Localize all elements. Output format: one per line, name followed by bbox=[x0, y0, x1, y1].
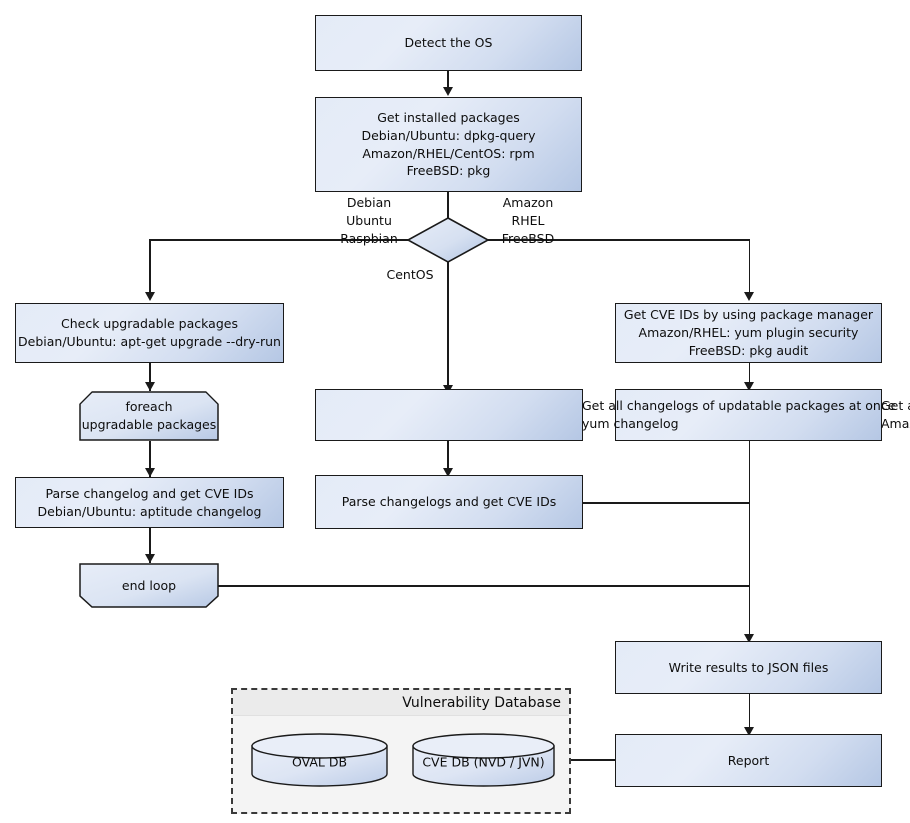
arrow-check-to-foreach bbox=[144, 382, 155, 391]
arrow-centos-changelogs-to-parse bbox=[442, 468, 453, 477]
node-get-cve-ids-package-manager[interactable]: Get CVE IDs by using package manager Ama… bbox=[615, 303, 882, 363]
node-detect-os[interactable]: Detect the OS bbox=[315, 15, 582, 71]
connector-centos-parse-to-trunk bbox=[583, 502, 750, 504]
edge-label-centos-branch: CentOS bbox=[386, 267, 434, 282]
os-decision-shape bbox=[406, 217, 490, 263]
connector-foreach-to-parse bbox=[149, 441, 151, 477]
node-foreach-loop-start[interactable]: foreach upgradable packages bbox=[79, 391, 219, 441]
cylinder-shape-cve-db bbox=[412, 733, 555, 787]
connector-centos-branch-down bbox=[447, 262, 449, 386]
connector-centos-changelogs-to-parse bbox=[447, 441, 449, 475]
arrow-parse-to-endloop bbox=[144, 554, 155, 563]
node-end-loop-label: end loop bbox=[121, 577, 177, 593]
node-detect-os-label: Detect the OS bbox=[404, 35, 493, 51]
arrow-detect-to-packages bbox=[442, 87, 453, 96]
arrow-left-branch-down bbox=[144, 292, 155, 301]
connector-cveids-to-changelogs bbox=[748, 363, 750, 389]
edge-label-debian-branch: Debian Ubuntu Raspbian bbox=[340, 195, 398, 247]
connector-parse-to-endloop bbox=[149, 528, 151, 563]
arrow-write-to-report bbox=[744, 727, 754, 736]
connector-right-trunk bbox=[748, 441, 750, 641]
connector-decision-right-branch bbox=[486, 239, 750, 241]
node-report-label: Report bbox=[727, 752, 770, 768]
database-oval-db[interactable]: OVAL DB bbox=[251, 733, 388, 787]
node-get-cve-ids-package-manager-label: Get CVE IDs by using package manager Ama… bbox=[623, 307, 874, 358]
node-parse-changelogs-centos[interactable]: Parse changelogs and get CVE IDs bbox=[315, 475, 583, 529]
arrow-right-trunk-to-write bbox=[744, 634, 754, 643]
node-foreach-loop-start-label: foreach upgradable packages bbox=[81, 399, 217, 432]
connector-right-branch-down bbox=[748, 239, 750, 293]
node-os-decision[interactable] bbox=[406, 216, 490, 264]
arrow-right-branch-down bbox=[744, 292, 754, 301]
vulnerability-database-title: Vulnerability Database bbox=[402, 694, 561, 711]
connector-vulndb-to-report bbox=[570, 759, 615, 761]
node-write-results-json-label: Write results to JSON files bbox=[668, 659, 829, 675]
node-report[interactable]: Report bbox=[615, 734, 882, 787]
loop-start-shape bbox=[79, 391, 219, 441]
vulnerability-database-group-header: Vulnerability Database bbox=[233, 690, 569, 716]
edge-label-amazon-branch: Amazon RHEL FreeBSD bbox=[501, 195, 555, 247]
arrow-cveids-to-changelogs bbox=[744, 382, 754, 391]
connector-left-branch-down bbox=[149, 239, 151, 293]
node-parse-changelog-debian-label: Parse changelog and get CVE IDs Debian/U… bbox=[37, 485, 262, 519]
loop-end-shape bbox=[79, 563, 219, 608]
node-parse-changelog-debian[interactable]: Parse changelog and get CVE IDs Debian/U… bbox=[15, 477, 284, 528]
connector-write-to-report bbox=[748, 694, 750, 734]
connector-packages-to-decision bbox=[447, 192, 449, 220]
connector-check-to-foreach bbox=[149, 363, 151, 391]
node-get-installed-packages-label: Get installed packages Debian/Ubuntu: dp… bbox=[361, 110, 536, 179]
connector-decision-left-branch bbox=[150, 239, 410, 241]
node-end-loop[interactable]: end loop bbox=[79, 563, 219, 608]
vulnerability-database-group: Vulnerability Database bbox=[231, 688, 571, 814]
connector-endloop-to-trunk bbox=[218, 585, 750, 587]
database-cve-db[interactable]: CVE DB (NVD / JVN) bbox=[412, 733, 555, 787]
node-get-changelogs-rhel[interactable]: Get all changelogs of updatable packages… bbox=[615, 389, 910, 441]
node-check-upgradable-packages-label: Check upgradable packages Debian/Ubuntu:… bbox=[18, 316, 281, 349]
node-get-installed-packages[interactable]: Get installed packages Debian/Ubuntu: dp… bbox=[315, 97, 582, 192]
cylinder-shape-oval-db bbox=[251, 733, 388, 787]
node-write-results-json[interactable]: Write results to JSON files bbox=[615, 641, 882, 694]
node-check-upgradable-packages[interactable]: Check upgradable packages Debian/Ubuntu:… bbox=[15, 303, 284, 363]
node-get-changelogs-centos[interactable]: Get all changelogs of updatable packages… bbox=[315, 389, 895, 441]
connector-detect-to-packages bbox=[447, 70, 449, 88]
node-parse-changelogs-centos-label: Parse changelogs and get CVE IDs bbox=[341, 494, 557, 510]
arrow-foreach-to-parse bbox=[144, 468, 155, 477]
